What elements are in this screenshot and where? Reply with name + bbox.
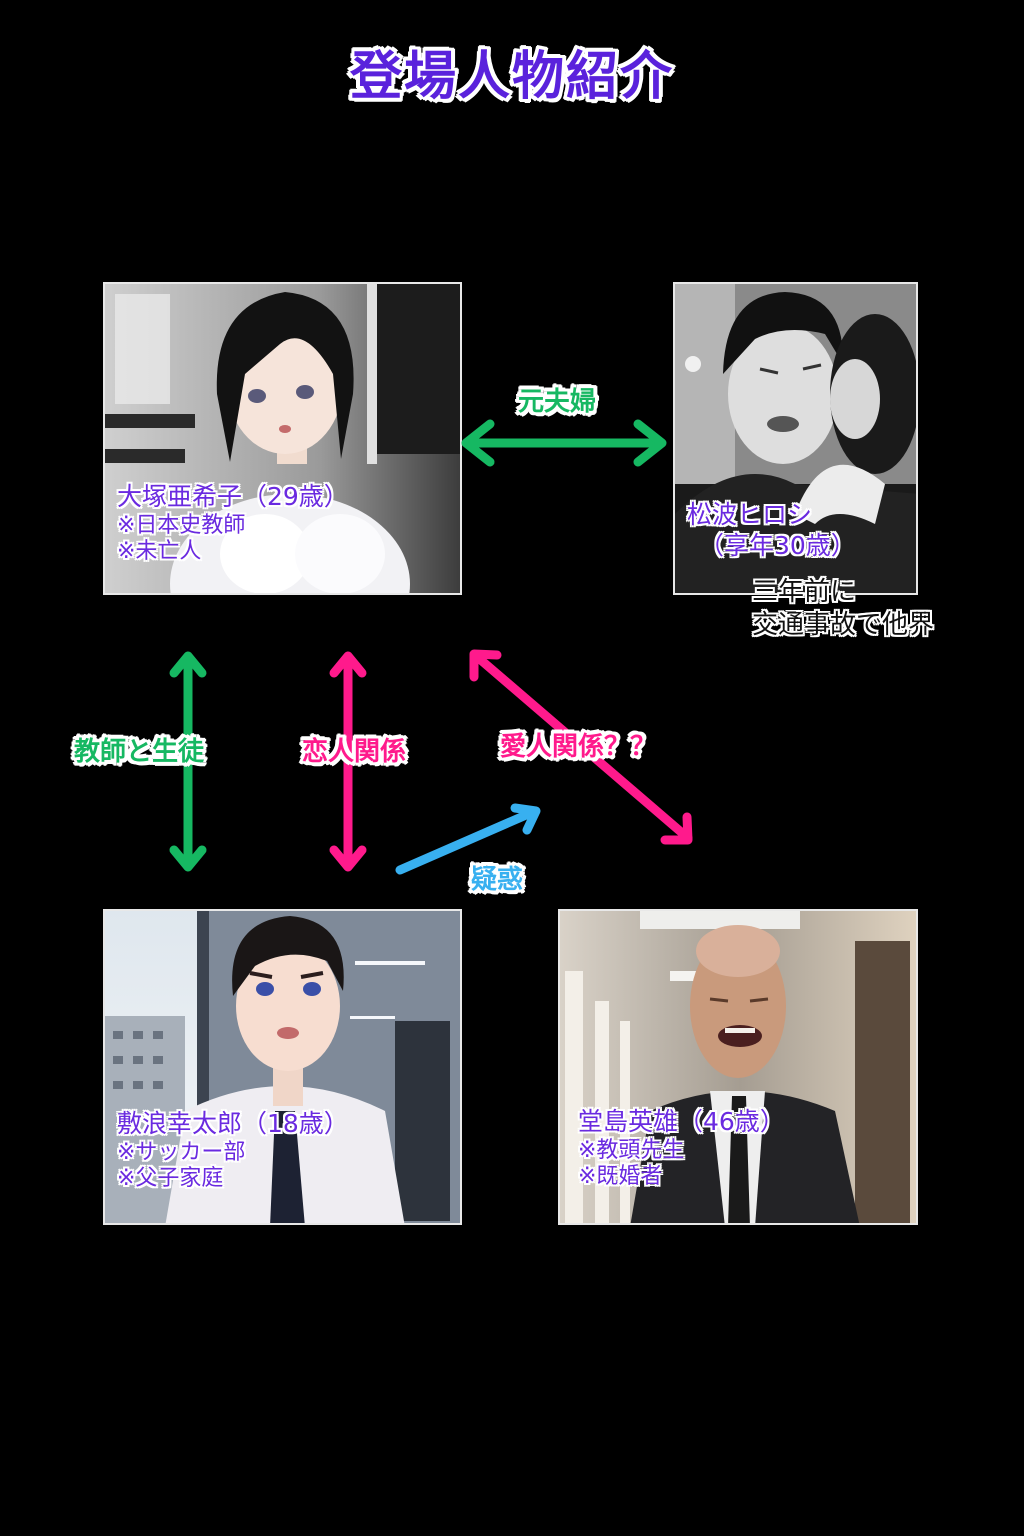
relation-label-suspicion: 疑惑	[471, 865, 524, 895]
character-age-hiroshi: （享年30歳）	[699, 530, 856, 560]
arrow-lovers	[329, 651, 367, 872]
character-note: ※父子家庭	[117, 1166, 224, 1192]
arrow-affair	[469, 649, 693, 845]
relation-label-teacher-student: 教師と生徒	[74, 737, 205, 767]
character-card-akiko: 大塚亜希子（29歳） ※日本史教師 ※未亡人	[103, 282, 462, 595]
character-note: ※既婚者	[578, 1164, 663, 1190]
relation-label-affair: 愛人関係？？	[500, 732, 657, 762]
caption-hiroshi-line2: 交通事故で他界	[752, 609, 935, 640]
character-note: ※日本史教師	[117, 512, 246, 538]
arrow-suspicion	[395, 803, 541, 875]
portrait-image-kotaro	[105, 911, 460, 1223]
portrait-image-akiko	[105, 284, 460, 593]
caption-hiroshi-line1: 三年前に	[752, 577, 857, 607]
character-note: ※サッカー部	[117, 1139, 246, 1165]
character-name-kotaro: 敷浪幸太郎（18歳）	[117, 1109, 349, 1138]
portrait-image-hideo	[560, 911, 916, 1223]
character-card-kotaro: 敷浪幸太郎（18歳） ※サッカー部 ※父子家庭	[103, 909, 462, 1225]
character-name-hiroshi: 松波ヒロシ	[687, 500, 813, 529]
character-card-hideo: 堂島英雄（46歳） ※教頭先生 ※既婚者	[558, 909, 918, 1225]
page-title: 登場人物紹介	[349, 47, 674, 107]
character-note: ※教頭先生	[578, 1137, 685, 1163]
arrow-teacher-student	[169, 651, 207, 872]
character-note: ※未亡人	[117, 539, 202, 565]
relation-label-lovers: 恋人関係	[302, 737, 407, 767]
arrow-former-spouses	[461, 419, 667, 467]
character-name-hideo: 堂島英雄（46歳）	[578, 1107, 785, 1136]
character-card-hiroshi: 松波ヒロシ （享年30歳）	[673, 282, 918, 595]
relation-label-former-spouses: 元夫婦	[518, 387, 597, 417]
portrait-image-hiroshi	[675, 284, 916, 593]
character-name-akiko: 大塚亜希子（29歳）	[117, 482, 349, 511]
